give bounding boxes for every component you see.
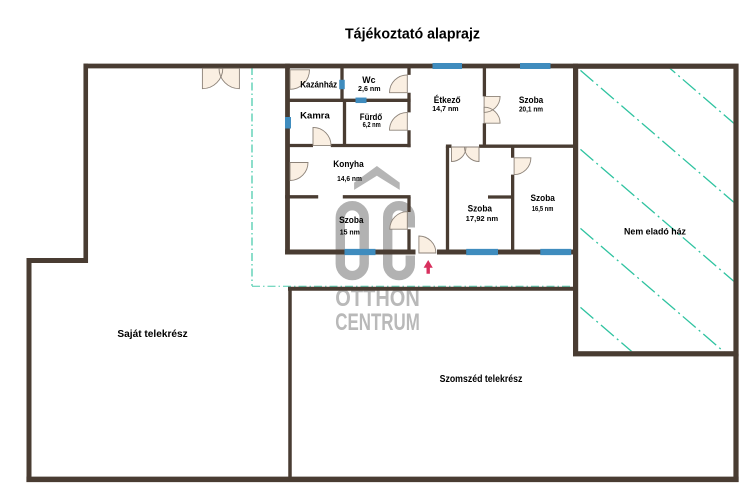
svg-text:Étkező: Étkező xyxy=(434,95,461,105)
svg-text:6,2 nm: 6,2 nm xyxy=(363,120,381,129)
svg-text:14,6 nm: 14,6 nm xyxy=(337,174,362,183)
svg-text:2,6 nm: 2,6 nm xyxy=(358,84,381,93)
svg-text:Konyha: Konyha xyxy=(333,159,363,169)
svg-text:Szoba: Szoba xyxy=(531,193,556,203)
svg-text:Saját telekrész: Saját telekrész xyxy=(117,329,187,340)
svg-text:Szoba: Szoba xyxy=(468,203,493,213)
svg-text:Szomszéd telekrész: Szomszéd telekrész xyxy=(440,374,523,385)
svg-text:Kazánház: Kazánház xyxy=(300,79,338,89)
svg-text:15 nm: 15 nm xyxy=(340,228,360,237)
svg-text:CENTRUM: CENTRUM xyxy=(335,309,420,336)
svg-text:20,1 nm: 20,1 nm xyxy=(519,105,543,114)
svg-text:Tájékoztató alaprajz: Tájékoztató alaprajz xyxy=(345,27,480,43)
svg-text:16,5 nm: 16,5 nm xyxy=(532,204,554,213)
svg-text:Fürdő: Fürdő xyxy=(360,112,383,122)
svg-text:Wc: Wc xyxy=(362,75,375,85)
svg-text:14,7 nm: 14,7 nm xyxy=(432,104,459,113)
svg-text:Kamra: Kamra xyxy=(300,111,330,121)
svg-text:Szoba: Szoba xyxy=(519,95,544,105)
svg-text:Nem eladó ház: Nem eladó ház xyxy=(624,226,686,237)
svg-text:17,92 nm: 17,92 nm xyxy=(466,214,499,223)
svg-text:Szoba: Szoba xyxy=(339,215,364,225)
